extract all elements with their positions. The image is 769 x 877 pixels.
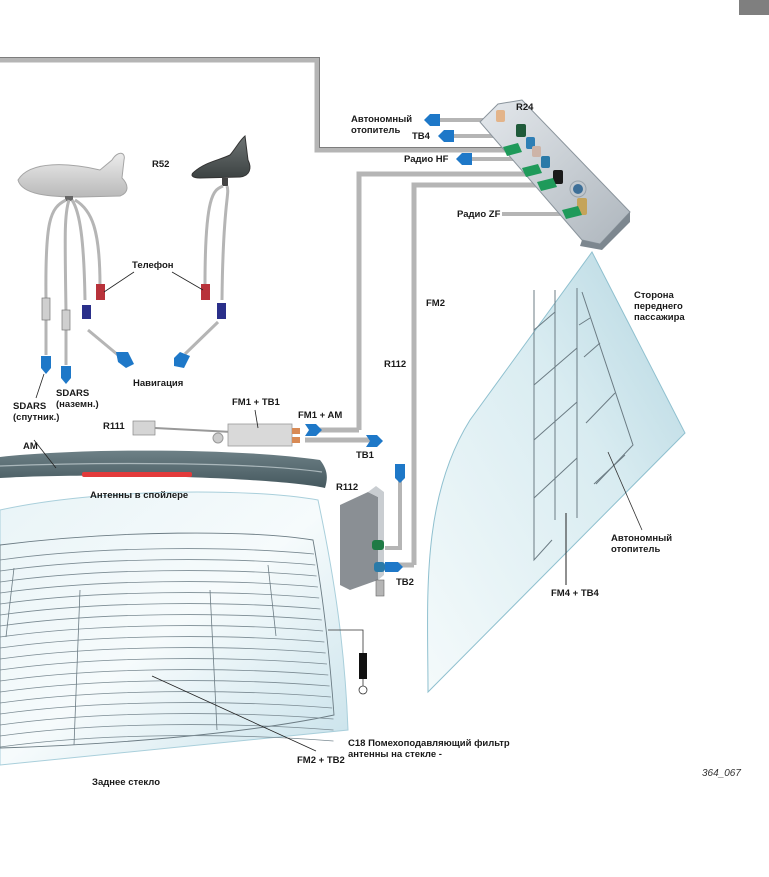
figure-number: 364_067 xyxy=(702,768,741,779)
r24-blue-plugs xyxy=(424,114,472,165)
label-fm4-tb4: FM4 + TB4 xyxy=(551,588,599,599)
c18-interference-filter xyxy=(328,629,368,695)
label-tb4: TB4 xyxy=(412,131,430,142)
cable-top-to-r24 xyxy=(0,57,520,153)
leader-telephone xyxy=(103,271,204,293)
label-rear-window: Заднее стекло xyxy=(92,777,161,788)
cable-r112-up xyxy=(385,480,402,550)
heater-line xyxy=(0,724,334,737)
label-r111: R111 xyxy=(103,421,125,432)
label-fm2-tb2: FM2 + TB2 xyxy=(297,755,345,766)
heater-line xyxy=(0,647,326,660)
heater-line xyxy=(0,691,331,704)
heater-line xyxy=(0,658,328,671)
heater-line xyxy=(0,702,333,715)
r112-amplifier-module xyxy=(340,464,405,597)
heater-line xyxy=(0,581,318,594)
heater-line xyxy=(0,625,324,638)
shark-fin-left-connectors xyxy=(41,284,134,384)
rear-spoiler xyxy=(0,450,327,488)
heater-line xyxy=(0,559,316,572)
leader-fm2-tb2 xyxy=(151,675,317,752)
heater-line xyxy=(0,669,329,682)
shark-fin-right-connectors xyxy=(174,284,226,368)
label-c18-filter: C18 Помехоподавляющий фильтр антенны на … xyxy=(348,738,510,760)
heater-line xyxy=(0,592,320,605)
label-r112-upper: R112 xyxy=(384,359,407,370)
label-r112-lower: R112 xyxy=(336,482,359,493)
heater-line xyxy=(0,548,315,561)
r111-amplifier-module xyxy=(132,420,300,447)
label-sdars-terrestrial: SDARS (наземн.) xyxy=(56,388,99,410)
heater-line xyxy=(0,614,322,627)
shark-fin-antenna-left xyxy=(17,152,128,201)
leader-heater-window xyxy=(607,451,643,531)
label-autonomous-heater-window: Автономный отопитель xyxy=(611,533,673,555)
leader-sdars-sat xyxy=(35,373,45,399)
leader-fm1-tb1 xyxy=(254,409,259,429)
label-am: AM xyxy=(23,441,38,452)
label-fm1-am: FM1 + AM xyxy=(298,410,343,421)
label-tb1: TB1 xyxy=(356,450,374,461)
shark-fin-left-cables xyxy=(44,198,119,365)
shark-fin-antenna-right xyxy=(191,135,251,186)
label-radio-zf: Радио ZF xyxy=(457,209,501,220)
r24-connectors xyxy=(496,110,587,219)
label-r52: R52 xyxy=(152,159,170,170)
rear-window-heater-lines xyxy=(0,548,334,748)
shark-fin-right-cables xyxy=(183,184,230,356)
leader-am xyxy=(33,439,57,469)
label-tb2: TB2 xyxy=(396,577,414,588)
fm1-tb1-plugs xyxy=(305,424,383,447)
heater-line xyxy=(0,713,334,726)
heater-line xyxy=(0,680,330,693)
heater-line xyxy=(0,570,317,583)
label-radio-hf: Радио HF xyxy=(404,154,449,165)
page-corner-tab xyxy=(739,0,769,15)
label-fm1-tb1: FM1 + TB1 xyxy=(232,397,280,408)
label-fm2: FM2 xyxy=(426,298,445,309)
label-navigation: Навигация xyxy=(133,378,184,389)
heater-line xyxy=(0,636,325,649)
heater-line xyxy=(0,603,321,616)
label-passenger-side: Сторона переднего пассажира xyxy=(634,290,685,323)
side-window-glass xyxy=(427,251,686,694)
label-sdars-satellite: SDARS (спутник.) xyxy=(13,401,60,423)
label-spoiler-antennas: Антенны в спойлере xyxy=(90,490,189,501)
label-autonomous-heater-top: Автономный отопитель xyxy=(351,114,413,136)
rear-window-glass xyxy=(0,491,349,766)
label-r24: R24 xyxy=(516,102,534,113)
label-telephone: Телефон xyxy=(132,260,174,271)
heater-line xyxy=(0,735,334,748)
